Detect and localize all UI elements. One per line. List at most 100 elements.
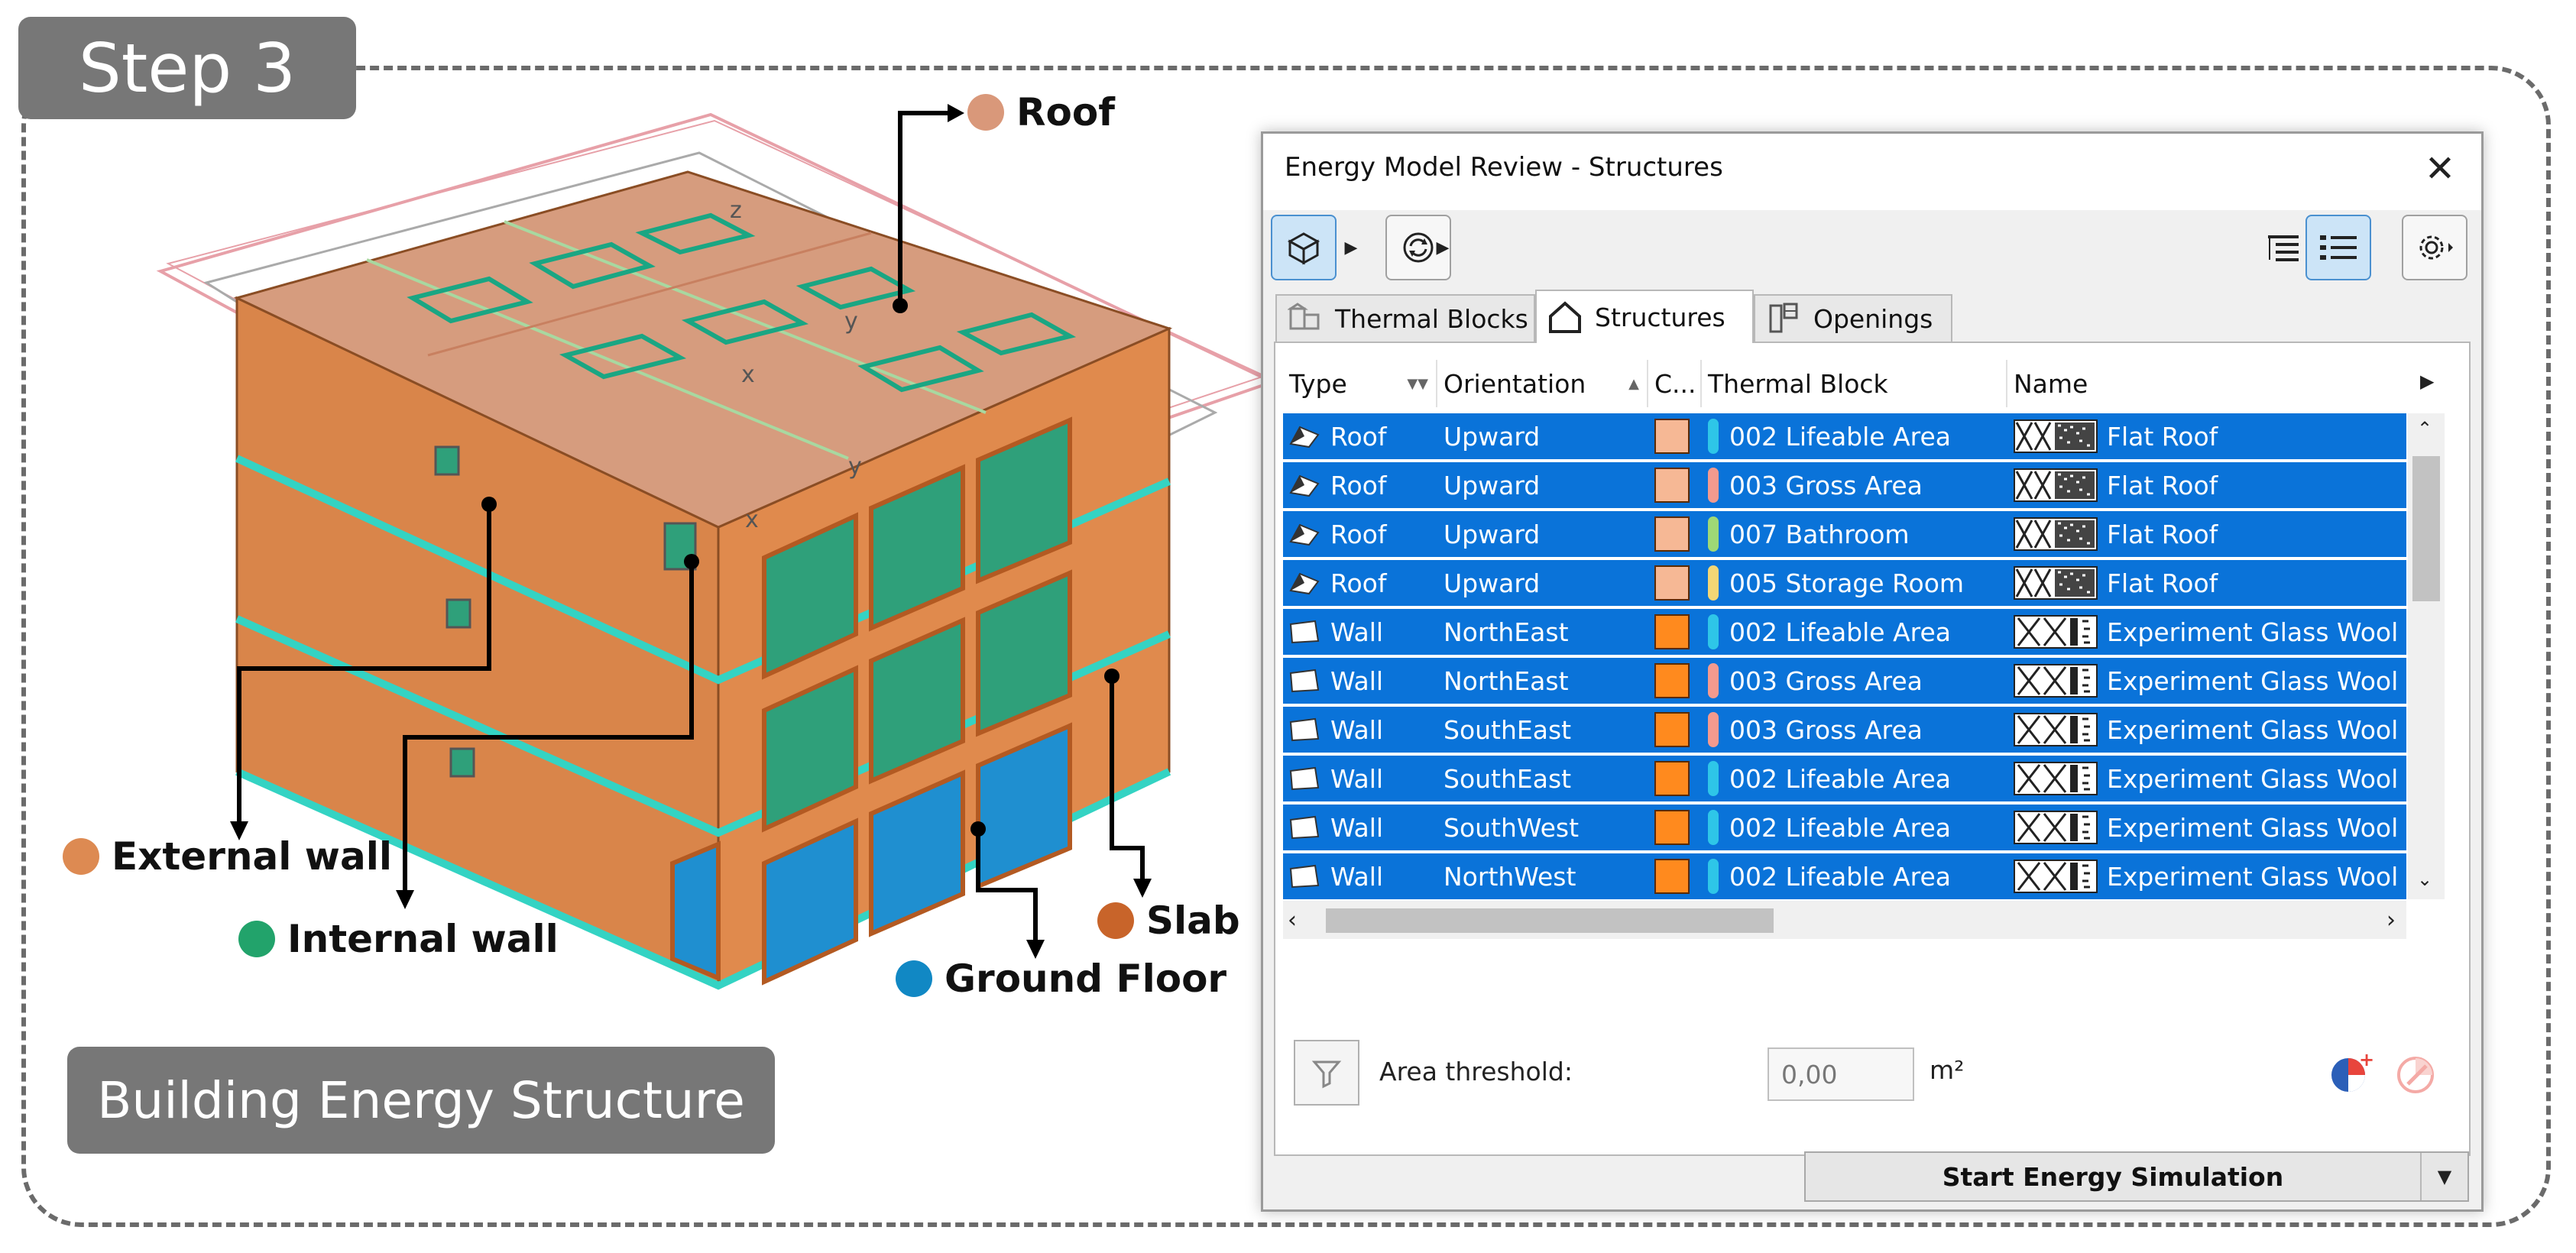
- area-unit-label: m²: [1930, 1055, 1965, 1085]
- type-cell: Wall: [1289, 805, 1437, 850]
- tree-view-button[interactable]: [2250, 215, 2316, 280]
- orientation-text: SouthWest: [1444, 812, 1580, 843]
- house-icon: [1547, 299, 1583, 335]
- energy-model-review-window: Energy Model Review - Structures ✕ ▶ ▶: [1261, 131, 2484, 1212]
- color-cell: [1654, 609, 1702, 655]
- orientation-cell: Upward: [1444, 413, 1648, 459]
- roof-seam: [366, 258, 849, 460]
- column-header-orientation[interactable]: Orientation ▲: [1437, 360, 1648, 407]
- thermal-block-color-pill: [1708, 419, 1719, 454]
- type-text: Roof: [1330, 421, 1387, 452]
- thermal-block-color-pill: [1708, 468, 1719, 503]
- name-cell: Experiment Glass Wool: [2014, 805, 2406, 850]
- color-cell: [1654, 658, 1702, 704]
- orientation-text: SouthEast: [1444, 714, 1572, 745]
- thermal-block-cell: 005 Storage Room: [1708, 560, 2007, 606]
- refresh-menu-button[interactable]: ▶: [1431, 215, 1454, 280]
- type-cell: Roof: [1289, 511, 1437, 557]
- type-cell: Wall: [1289, 609, 1437, 655]
- roof-seam: [427, 231, 872, 357]
- column-header-type[interactable]: Type ▼▼: [1283, 360, 1437, 407]
- orientation-cell: Upward: [1444, 462, 1648, 508]
- column-header-thermal-block[interactable]: Thermal Block: [1702, 360, 2007, 407]
- orientation-cell: NorthWest: [1444, 853, 1648, 899]
- tab-openings[interactable]: Openings: [1754, 294, 1952, 342]
- structure-name-text: Experiment Glass Wool: [2107, 763, 2399, 794]
- legend-label: Internal wall: [287, 917, 559, 961]
- thermal-block-cell: 002 Lifeable Area: [1708, 609, 2007, 655]
- start-options-dropdown[interactable]: ▼: [2420, 1153, 2467, 1200]
- vertical-scrollbar[interactable]: ⌃ ⌄: [2408, 413, 2445, 899]
- refresh-button[interactable]: [1385, 215, 1451, 280]
- vertical-scroll-thumb[interactable]: [2412, 456, 2440, 601]
- area-threshold-input[interactable]: [1768, 1047, 1914, 1101]
- scroll-columns-right-icon[interactable]: ▶: [2420, 371, 2435, 392]
- thermal-block-text: 002 Lifeable Area: [1729, 763, 1952, 794]
- structure-name-text: Experiment Glass Wool: [2107, 665, 2399, 696]
- type-text: Wall: [1330, 861, 1384, 892]
- name-cell: Experiment Glass Wool: [2014, 609, 2406, 655]
- scroll-down-icon[interactable]: ⌄: [2417, 869, 2433, 890]
- title-bar: Energy Model Review - Structures ✕: [1263, 134, 2481, 210]
- filter-button[interactable]: [1294, 1040, 1359, 1106]
- caret-down-icon: ▼: [2437, 1166, 2452, 1187]
- column-header-name[interactable]: Name: [2007, 360, 2405, 407]
- type-cell: Roof: [1289, 560, 1437, 606]
- horizontal-scrollbar[interactable]: ‹ ›: [1283, 901, 2406, 939]
- scroll-up-icon[interactable]: ⌃: [2417, 418, 2433, 439]
- scroll-right-icon[interactable]: ›: [2386, 907, 2396, 934]
- horizontal-scroll-thumb[interactable]: [1326, 908, 1774, 933]
- legend-dot: [63, 838, 99, 875]
- thermal-block-text: 002 Lifeable Area: [1729, 421, 1952, 452]
- model-view-button[interactable]: [1271, 215, 1337, 280]
- color-swatch: [1654, 761, 1690, 796]
- detail-view-button[interactable]: [2305, 215, 2371, 280]
- thermal-block-color-pill: [1708, 516, 1719, 552]
- tab-thermal-blocks[interactable]: Thermal Blocks: [1275, 294, 1535, 342]
- close-button[interactable]: ✕: [2416, 144, 2464, 193]
- detail-list-icon: [2320, 235, 2357, 260]
- settings-button[interactable]: [2402, 215, 2467, 280]
- column-header-color[interactable]: C...: [1648, 360, 1702, 407]
- refresh-icon: [1403, 232, 1434, 263]
- wall-material-pattern-icon: [2014, 615, 2098, 649]
- column-label: Thermal Block: [1708, 368, 1888, 399]
- wall-type-icon: [1289, 669, 1320, 693]
- thermal-block-color-pill: [1708, 712, 1719, 747]
- roof-skylights: [407, 212, 1077, 393]
- color-swatch: [1654, 468, 1690, 503]
- leader-lines: [237, 111, 1145, 940]
- legend-dot: [967, 94, 1004, 131]
- thermal-block-text: 002 Lifeable Area: [1729, 617, 1952, 647]
- legend-internal-wall: Internal wall: [238, 917, 559, 961]
- tab-label: Structures: [1595, 302, 1725, 332]
- model-view-menu-button[interactable]: ▶: [1340, 215, 1363, 280]
- name-cell: Experiment Glass Wool: [2014, 853, 2406, 899]
- type-text: Wall: [1330, 763, 1384, 794]
- remove-structure-button[interactable]: [2393, 1049, 2442, 1101]
- table-row[interactable]: Roof Upward 002 Lifeable Area Flat Roof: [1283, 413, 2406, 462]
- column-label: Orientation: [1444, 368, 1586, 399]
- wall-type-icon: [1289, 717, 1320, 742]
- name-cell: Flat Roof: [2014, 511, 2406, 557]
- type-text: Roof: [1330, 470, 1387, 500]
- add-structure-button[interactable]: +: [2325, 1049, 2374, 1101]
- structure-name-text: Flat Roof: [2107, 568, 2218, 598]
- axis-z-label: z: [730, 197, 742, 224]
- type-text: Wall: [1330, 812, 1384, 843]
- legend-external-wall: External wall: [63, 834, 392, 879]
- side-windows: [434, 445, 697, 778]
- tab-structures[interactable]: Structures: [1535, 290, 1754, 343]
- structure-name-text: Flat Roof: [2107, 421, 2218, 452]
- start-energy-simulation-button[interactable]: Start Energy Simulation ▼: [1804, 1151, 2469, 1202]
- scroll-left-icon[interactable]: ‹: [1288, 907, 1297, 934]
